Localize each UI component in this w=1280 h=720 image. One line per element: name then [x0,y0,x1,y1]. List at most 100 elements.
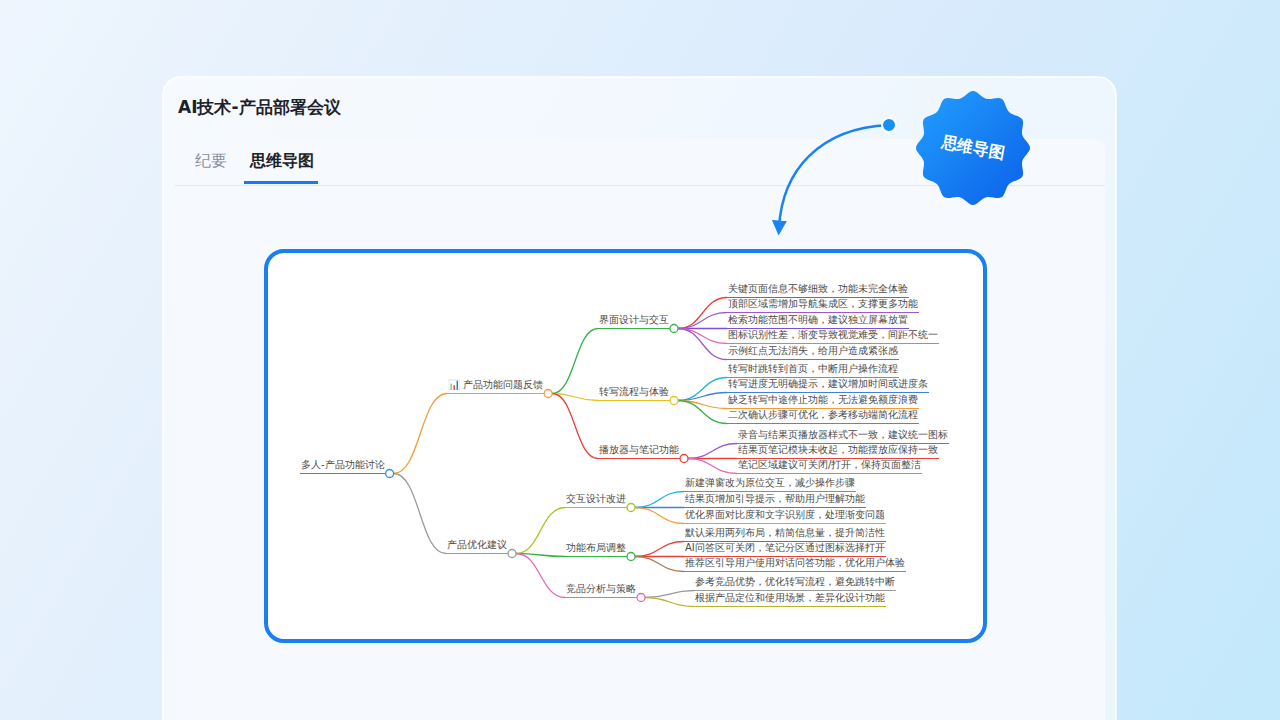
mindmap-topic: 竞品分析与策略 [565,582,637,598]
active-tab-bar [244,181,318,184]
branch-line [678,313,727,329]
mindmap-topic: 顶部区域需增加导航集成区，支撑更多功能 [727,297,919,313]
topic-text: 播放器与笔记功能 [599,444,679,455]
mindmap-topic: 录音与结果页播放器样式不一致，建议统一图标 [737,428,949,444]
mindmap-topic: 新建弹窗改为原位交互，减少操作步骤 [684,476,856,492]
topic-text: 优化界面对比度和文字识别度，处理渐变问题 [685,509,885,520]
junction-dot [386,470,394,478]
content-panel [175,139,1105,720]
branch-line [688,444,737,459]
topic-text: 二次确认步骤可优化，参考移动端简化流程 [728,409,918,420]
topic-text: 转写时跳转到首页，中断用户操作流程 [728,363,898,374]
arrow-dot [882,118,896,132]
topic-text: 根据产品定位和使用场景，差异化设计功能 [695,592,885,603]
mindmap-topic: 参考竞品优势，优化转写流程，避免跳转中断 [694,575,896,591]
branch-line [394,394,447,474]
topic-text: 图标识别性差，渐变导致视觉难受，间距不统一 [728,329,938,340]
mindmap-topic: 结果页笔记模块未收起，功能摆放应保持一致 [737,443,939,459]
branch-line [688,459,737,474]
topic-text: 默认采用两列布局，精简信息量，提升简洁性 [685,527,885,538]
mindmap-topic: 交互设计改进 [565,492,627,508]
branch-line [394,474,446,554]
topic-text: 结果页笔记模块未收起，功能摆放应保持一致 [738,444,938,455]
page-title: AI技术-产品部署会议 [178,96,341,119]
tab-label: 思维导图 [250,151,314,172]
mindmap-topic: 转写流程与体验 [598,385,670,401]
branch-line [635,542,684,557]
junction-dot [670,397,678,405]
mindmap-frame [266,251,985,641]
mindmap-topic: 功能布局调整 [565,541,627,557]
junction-dot [670,325,678,333]
mindmap-topic: 检索功能范围不明确，建议独立屏幕放置 [727,313,909,329]
branch-line [635,492,684,508]
topic-text: 📊 产品功能问题反馈 [448,379,543,390]
branch-line [678,393,727,401]
topic-text: 检索功能范围不明确，建议独立屏幕放置 [728,314,908,325]
mindmap-topic: 缺乏转写中途停止功能，无法避免额度浪费 [727,393,919,409]
card-panel [163,77,1116,720]
branch-line [552,394,598,459]
junction-dot [637,594,645,602]
mindmap-topic: 优化界面对比度和文字识别度，处理渐变问题 [684,508,886,524]
mindmap-topic: 界面设计与交互 [598,313,670,329]
topic-text: 示例红点无法消失，给用户造成紧张感 [728,345,898,356]
branch-line [678,329,727,344]
topic-text: 录音与结果页播放器样式不一致，建议统一图标 [738,429,948,440]
topic-text: 交互设计改进 [566,493,626,504]
root-topic: 多人-产品功能讨论 [300,458,386,474]
mindmap-topic: 转写时跳转到首页，中断用户操作流程 [727,362,899,378]
topic-text: 界面设计与交互 [599,314,669,325]
mindmap-topic: 推荐区引导用户使用对话问答功能，优化用户体验 [684,556,906,572]
mindmap-topic: 二次确认步骤可优化，参考移动端简化流程 [727,408,919,424]
topic-text: 多人-产品功能讨论 [301,459,385,470]
branch-line [678,401,727,424]
branch-line [645,591,694,598]
junction-dot [627,504,635,512]
branch-line [552,394,598,401]
mindmap-topic: 产品优化建议 [446,538,508,554]
branch-line [645,598,694,607]
mindmap-topic: 结果页增加引导提示，帮助用户理解功能 [684,492,866,508]
topic-text: 顶部区域需增加导航集成区，支撑更多功能 [728,298,918,309]
mindmap-topic: 图标识别性差，渐变导致视觉难受，间距不统一 [727,328,939,344]
topic-text: AI问答区可关闭，笔记分区通过图标选择打开 [685,542,885,553]
topic-text: 转写进度无明确提示，建议增加时间或进度条 [728,378,928,389]
topic-text: 推荐区引导用户使用对话问答功能，优化用户体验 [685,557,905,568]
branch-line [516,508,565,554]
branch-line [635,508,684,524]
topic-text: 参考竞品优势，优化转写流程，避免跳转中断 [695,576,895,587]
junction-dot [508,550,516,558]
junction-dot [627,553,635,561]
topic-text: 功能布局调整 [566,542,626,553]
mindmap-topic: 转写进度无明确提示，建议增加时间或进度条 [727,377,929,393]
branch-line [516,554,565,598]
mindmap-topic: 示例红点无法消失，给用户造成紧张感 [727,344,899,360]
topic-text: 竞品分析与策略 [566,583,636,594]
blob-outline [916,91,1030,205]
topic-text: 转写流程与体验 [599,386,669,397]
branch-line [635,557,684,572]
tab-label: 纪要 [195,151,227,172]
callout-arrow [779,125,889,228]
topic-text: 缺乏转写中途停止功能，无法避免额度浪费 [728,394,918,405]
mindmap-topic: 根据产品定位和使用场景，差异化设计功能 [694,591,886,607]
topic-text: 产品优化建议 [447,539,507,550]
junction-dot [680,455,688,463]
mindmap-topic: 笔记区域建议可关闭/打开，保持页面整洁 [737,458,922,474]
mindmap-topic: 📊 产品功能问题反馈 [447,378,544,394]
mindmap-topic: AI问答区可关闭，笔记分区通过图标选择打开 [684,541,886,557]
junction-dot [544,390,552,398]
branch-line [678,378,727,401]
mindmap-topic: 关键页面信息不够细致，功能未完全体验 [727,282,909,298]
topic-text: 新建弹窗改为原位交互，减少操作步骤 [685,477,855,488]
mindmap-topic: 播放器与笔记功能 [598,443,680,459]
branch-line [678,329,727,360]
branch-line [552,329,598,394]
topic-text: 关键页面信息不够细致，功能未完全体验 [728,283,908,294]
callout-blob: 思维导图 [912,90,1034,206]
mindmap-topic: 默认采用两列布局，精简信息量，提升简洁性 [684,526,886,542]
branch-line [678,298,727,329]
topic-text: 结果页增加引导提示，帮助用户理解功能 [685,493,865,504]
